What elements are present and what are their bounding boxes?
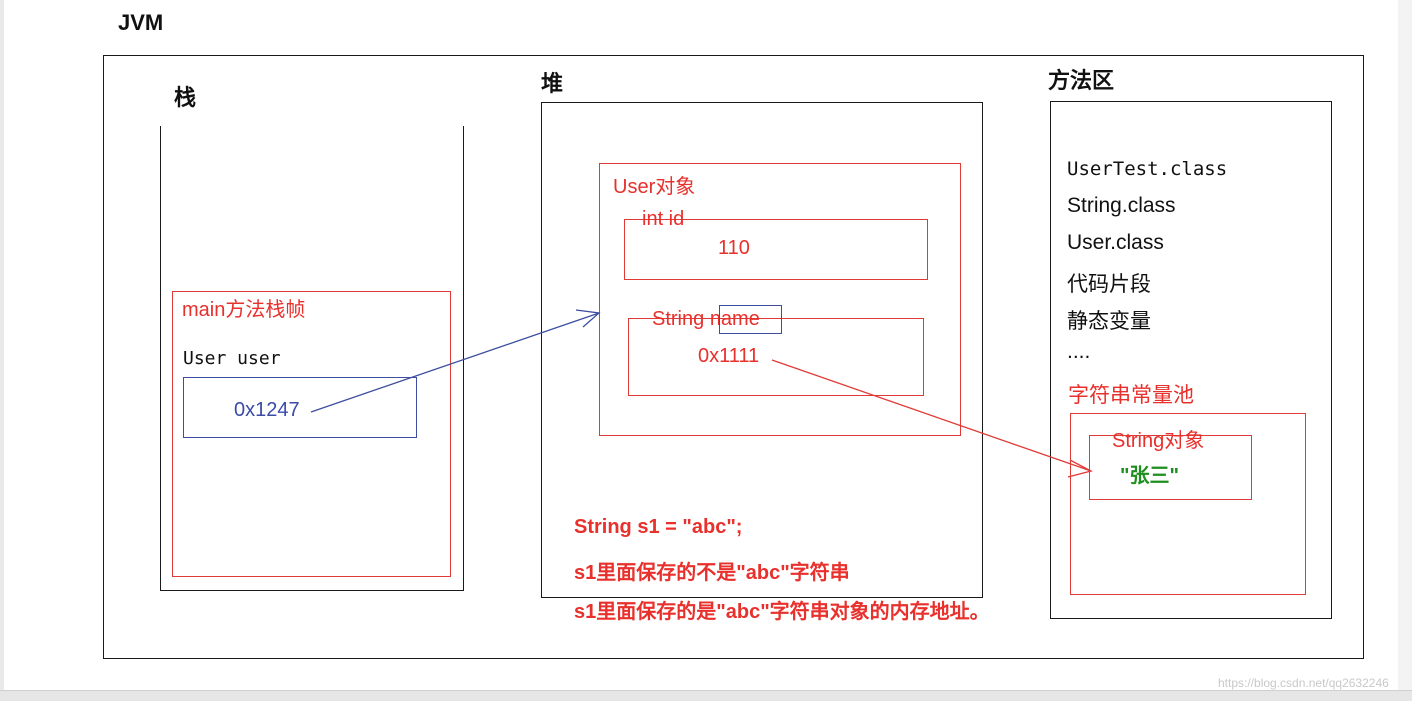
field-id-box (624, 219, 928, 280)
bottom-scrollbar[interactable] (0, 690, 1412, 701)
note-line-2: s1里面保存的不是"abc"字符串 (574, 562, 850, 584)
method-area-item: 代码片段 (1067, 273, 1151, 296)
main-stack-frame-label: main方法栈帧 (182, 299, 306, 321)
main-stack-frame (172, 291, 451, 577)
note-line-3: s1里面保存的是"abc"字符串对象的内存地址。 (574, 601, 990, 623)
string-constant-pool-label: 字符串常量池 (1068, 384, 1194, 407)
method-area-title: 方法区 (1048, 68, 1115, 93)
method-area-item: 静态变量 (1067, 310, 1151, 333)
heap-title: 堆 (541, 71, 564, 96)
stack-title: 栈 (174, 85, 197, 110)
window-left-edge (0, 0, 4, 690)
field-name-type: String (652, 308, 710, 330)
field-name-value: 0x1111 (698, 345, 760, 367)
jvm-container (103, 55, 1364, 659)
field-name-label: String name (652, 308, 760, 331)
string-object-value: "张三" (1120, 465, 1179, 487)
method-area-item: String.class (1067, 194, 1176, 217)
user-reference-address: 0x1247 (234, 399, 300, 421)
method-area-item: .... (1067, 340, 1091, 363)
window-right-edge (1398, 0, 1412, 690)
jvm-title: JVM (118, 10, 164, 35)
method-area-item: User.class (1067, 231, 1164, 254)
field-id-value: 110 (718, 237, 750, 259)
note-line-1: String s1 = "abc"; (574, 516, 743, 538)
user-variable-slot (183, 377, 417, 438)
field-id-label: int id (642, 208, 685, 230)
string-object-label: String对象 (1112, 430, 1205, 452)
user-object-label: User对象 (613, 176, 696, 198)
watermark: https://blog.csdn.net/qq2632246 (1218, 676, 1389, 690)
field-name-highlight: name (709, 308, 760, 330)
user-variable-label: User user (183, 348, 281, 369)
method-area-item: UserTest.class (1067, 158, 1228, 180)
name-highlight-box (719, 305, 782, 334)
string-constant-pool (1070, 413, 1306, 595)
